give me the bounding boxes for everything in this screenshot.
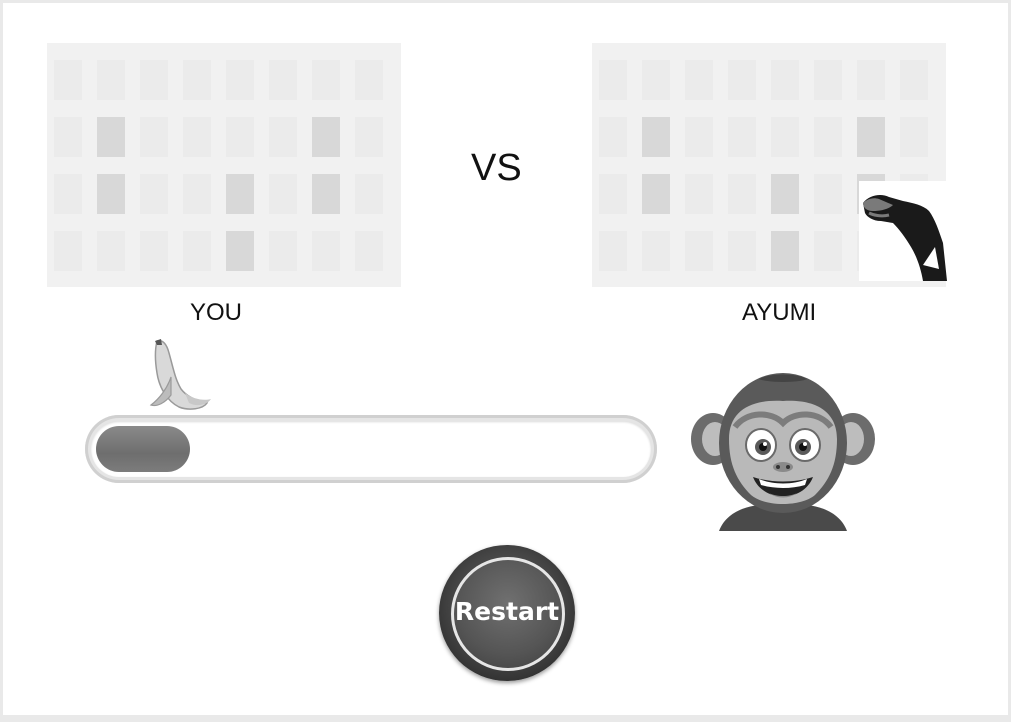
- grid-cell[interactable]: [226, 231, 254, 271]
- grid-cell[interactable]: [312, 60, 340, 100]
- grid-cell[interactable]: [771, 174, 799, 214]
- grid-cell[interactable]: [685, 117, 713, 157]
- grid-cell[interactable]: [728, 60, 756, 100]
- grid-cell[interactable]: [642, 60, 670, 100]
- grid-cell[interactable]: [269, 231, 297, 271]
- grid-cell[interactable]: [54, 231, 82, 271]
- grid-cell[interactable]: [54, 117, 82, 157]
- game-stage: VS YOU AYUMI: [3, 3, 1008, 715]
- grid-cell[interactable]: [599, 174, 627, 214]
- grid-cell[interactable]: [183, 231, 211, 271]
- progress-track: [91, 421, 651, 477]
- grid-cell[interactable]: [685, 231, 713, 271]
- progress-fill: [96, 426, 190, 472]
- grid-cell[interactable]: [355, 117, 383, 157]
- grid-cell[interactable]: [857, 117, 885, 157]
- grid-cell[interactable]: [97, 231, 125, 271]
- grid-cell[interactable]: [814, 117, 842, 157]
- grid-cell[interactable]: [642, 117, 670, 157]
- grid-cell[interactable]: [269, 117, 297, 157]
- grid-cell[interactable]: [900, 117, 928, 157]
- grid-cell[interactable]: [140, 231, 168, 271]
- grid-cell[interactable]: [54, 174, 82, 214]
- grid-cell[interactable]: [97, 117, 125, 157]
- grid-cell[interactable]: [685, 174, 713, 214]
- vs-label: VS: [471, 147, 522, 189]
- grid-cell[interactable]: [226, 117, 254, 157]
- grid-cell[interactable]: [814, 60, 842, 100]
- grid-cell[interactable]: [140, 174, 168, 214]
- grid-cell[interactable]: [140, 60, 168, 100]
- chimp-hand-icon: [859, 181, 947, 281]
- grid-cell[interactable]: [355, 174, 383, 214]
- grid-cell[interactable]: [269, 60, 297, 100]
- grid-cell[interactable]: [97, 60, 125, 100]
- grid-cell[interactable]: [312, 117, 340, 157]
- grid-cell[interactable]: [54, 60, 82, 100]
- banana-icon: [145, 337, 215, 413]
- grid-cell[interactable]: [728, 117, 756, 157]
- grid-cell[interactable]: [728, 174, 756, 214]
- grid-cell[interactable]: [857, 60, 885, 100]
- restart-button-label: Restart: [454, 597, 560, 626]
- grid-cell[interactable]: [814, 231, 842, 271]
- grid-cell[interactable]: [900, 60, 928, 100]
- player-label-you: YOU: [190, 299, 243, 326]
- player-label-ayumi: AYUMI: [742, 299, 817, 326]
- grid-cell[interactable]: [140, 117, 168, 157]
- chimp-face-icon: [689, 369, 877, 531]
- grid-cell[interactable]: [599, 117, 627, 157]
- grid-cell[interactable]: [183, 117, 211, 157]
- grid-cell[interactable]: [97, 174, 125, 214]
- grid-cell[interactable]: [728, 231, 756, 271]
- grid-cell[interactable]: [771, 60, 799, 100]
- grid-cell[interactable]: [226, 60, 254, 100]
- grid-cell[interactable]: [312, 174, 340, 214]
- grid-cell[interactable]: [771, 117, 799, 157]
- grid-cell[interactable]: [685, 60, 713, 100]
- grid-cell[interactable]: [312, 231, 340, 271]
- grid-cell[interactable]: [599, 60, 627, 100]
- grid-cell[interactable]: [642, 231, 670, 271]
- grid-cell[interactable]: [355, 231, 383, 271]
- restart-button[interactable]: Restart: [439, 545, 575, 681]
- grid-cell[interactable]: [183, 174, 211, 214]
- grid-cell[interactable]: [226, 174, 254, 214]
- grid-cell[interactable]: [183, 60, 211, 100]
- restart-button-ring: [451, 557, 565, 671]
- grid-cell[interactable]: [771, 231, 799, 271]
- grid-cell[interactable]: [642, 174, 670, 214]
- grid-cell[interactable]: [814, 174, 842, 214]
- player-grid-you: [47, 43, 401, 287]
- grid-cell[interactable]: [269, 174, 297, 214]
- progress-bar: [85, 415, 657, 483]
- grid-cell[interactable]: [355, 60, 383, 100]
- grid-cell[interactable]: [599, 231, 627, 271]
